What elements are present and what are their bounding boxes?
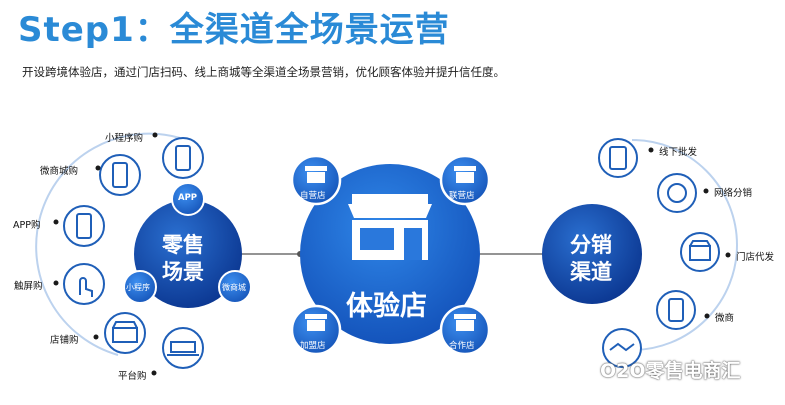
retail-title-line1: 零售 xyxy=(162,233,204,257)
retail-app-badge xyxy=(171,182,205,216)
distribution-item-label: 网络分销 xyxy=(714,188,753,199)
retail-wechat-label: 微商城 xyxy=(222,283,246,292)
distribution-item-label: 线下批发 xyxy=(659,147,698,158)
retail-app-label: APP xyxy=(178,193,198,203)
retail-icon-glyphs xyxy=(76,145,199,356)
store-label-franchise: 加盟店 xyxy=(300,341,326,351)
distribution-item-label: 门店代发 xyxy=(736,252,775,263)
retail-title-line2: 场景 xyxy=(162,260,204,284)
page-subtitle: 开设跨境体验店，通过门店扫码、线上商城等全渠道全场景营销，优化顾客体验并提升信任… xyxy=(22,65,505,79)
store-label-partner: 合作店 xyxy=(449,341,475,351)
retail-item-label: 微商城购 xyxy=(40,166,79,177)
distribution-circle xyxy=(542,204,642,304)
distribution-title-line1: 分销 xyxy=(570,233,612,257)
retail-item-label: 店铺购 xyxy=(50,335,79,346)
watermark: O2O零售电商汇 xyxy=(600,360,741,382)
distribution-item-label: 微商 xyxy=(715,313,735,324)
retail-mini-label: 小程序 xyxy=(126,283,150,292)
retail-item-label: APP购 xyxy=(13,220,41,231)
retail-wechat-badge xyxy=(218,270,252,304)
distribution-arc xyxy=(631,139,738,351)
store-mini-icons xyxy=(305,166,476,331)
distribution-icon-glyphs xyxy=(609,146,711,352)
retail-circle xyxy=(134,200,242,308)
store-label-self: 自营店 xyxy=(300,191,326,201)
retail-item-label: 小程序购 xyxy=(105,133,144,144)
page-title: Step1：全渠道全场景运营 xyxy=(18,10,450,50)
retail-mini-badge xyxy=(123,270,157,304)
center-title: 体验店 xyxy=(346,291,427,322)
label-dots xyxy=(53,132,731,376)
store-label-joint: 联营店 xyxy=(449,191,475,201)
retail-item-label: 平台购 xyxy=(118,371,147,382)
retail-item-label: 触屏购 xyxy=(14,281,43,292)
retail-arc xyxy=(35,132,181,356)
center-store-icon xyxy=(348,194,432,260)
distribution-title-line2: 渠道 xyxy=(570,260,612,284)
